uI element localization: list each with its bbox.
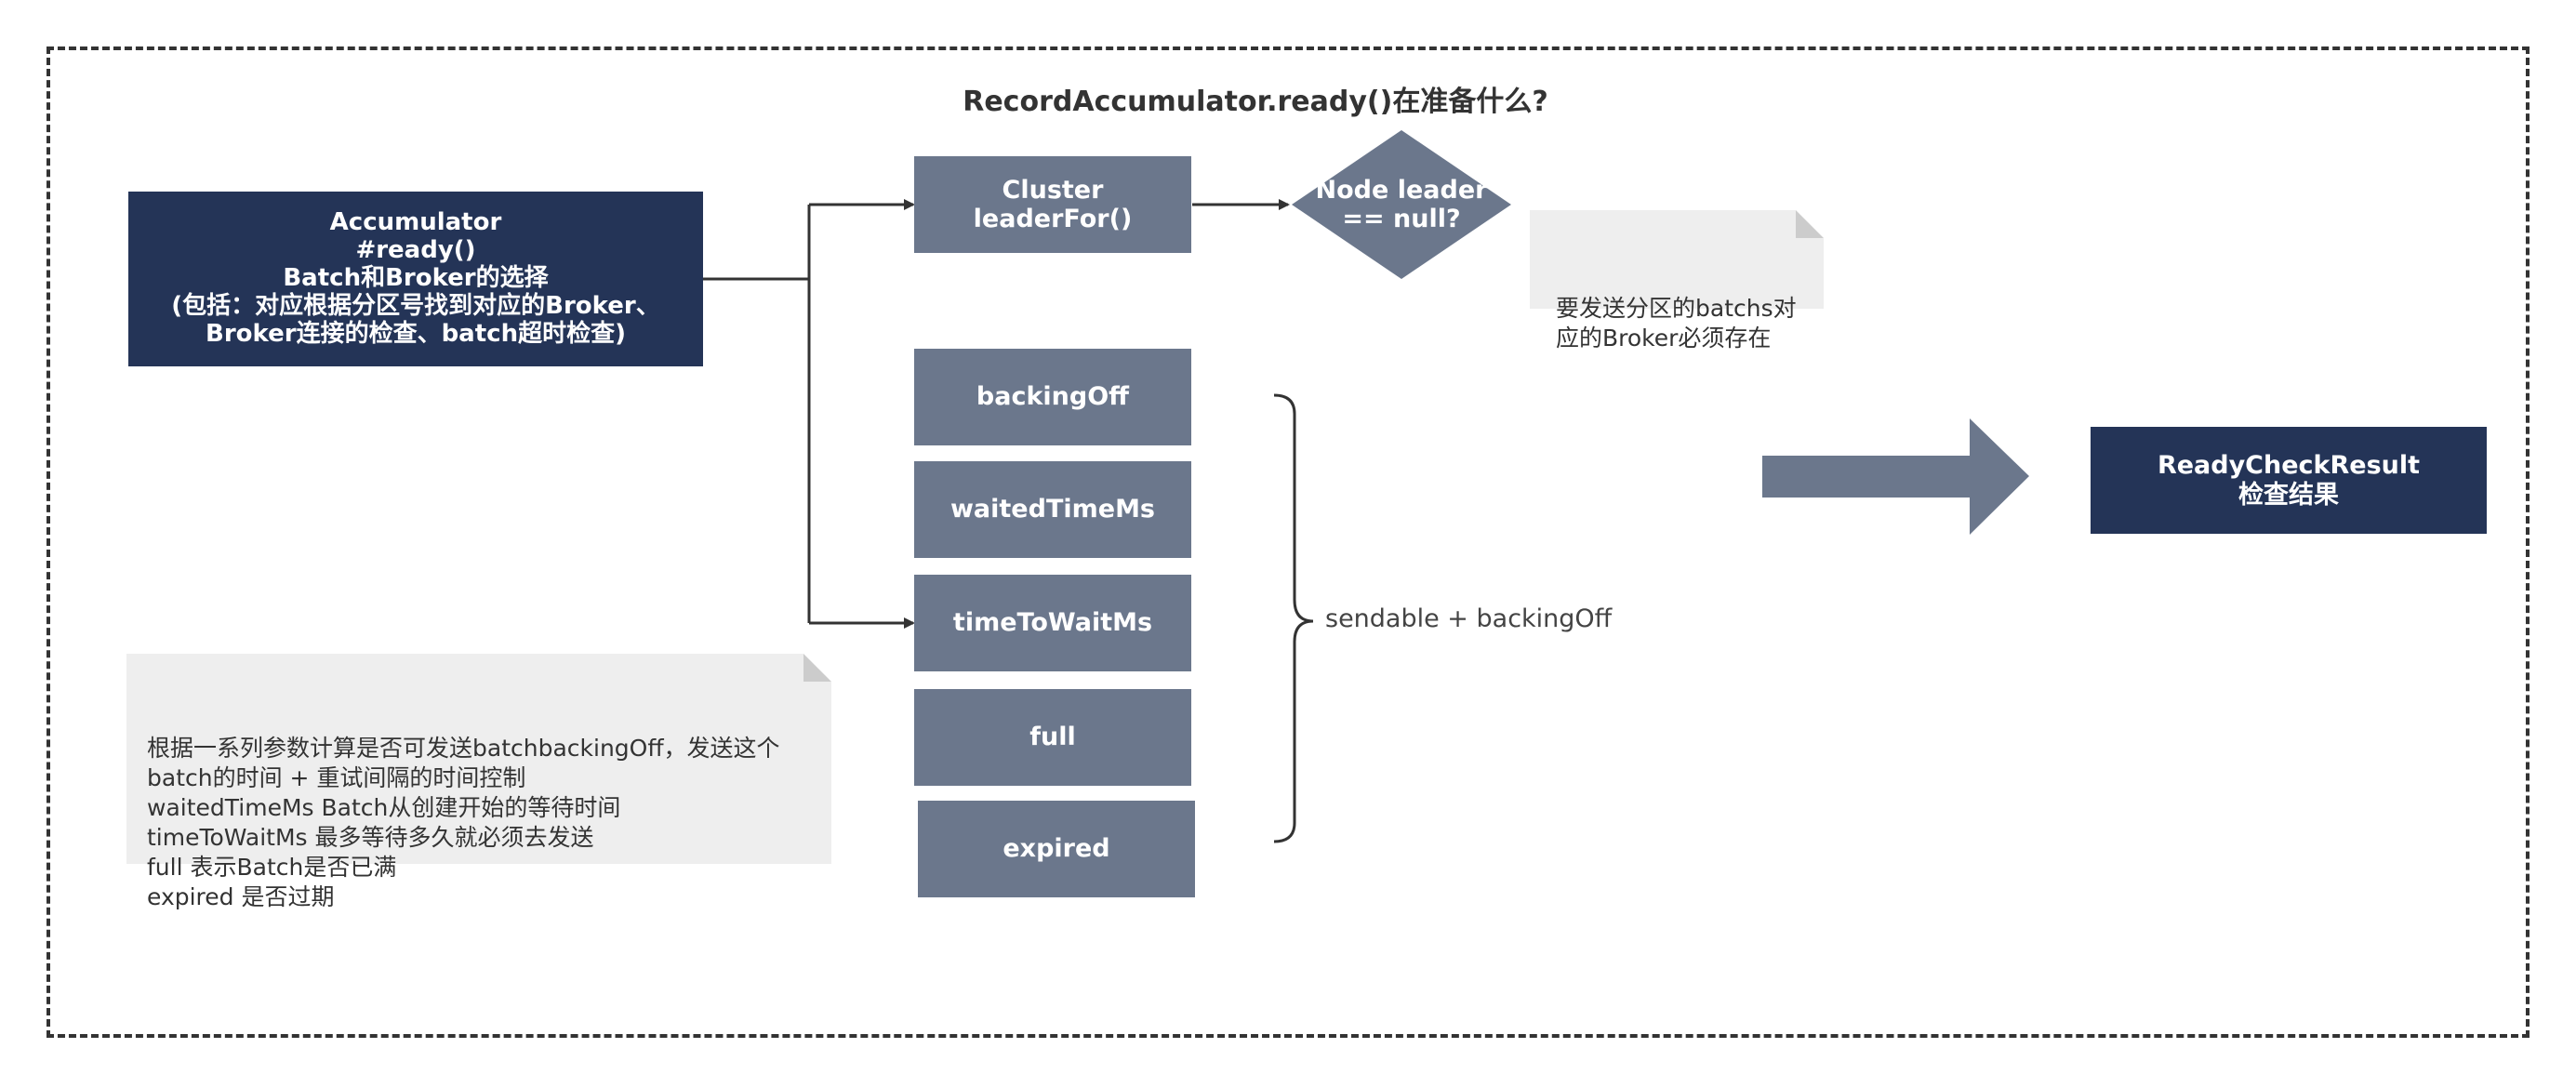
accumulator-box: Accumulator #ready() Batch和Broker的选择 (包括… xyxy=(128,192,703,366)
param-box-full: full xyxy=(914,689,1191,786)
result-box: ReadyCheckResult 检查结果 xyxy=(2091,427,2487,534)
note-top-fold xyxy=(1796,210,1824,238)
result-big-arrow xyxy=(1762,418,2029,535)
diagram-title: RecordAccumulator.ready()在准备什么? xyxy=(963,86,1548,118)
note-top: 要发送分区的batchs对 应的Broker必须存在 xyxy=(1530,210,1824,352)
note-top-text: 要发送分区的batchs对 应的Broker必须存在 xyxy=(1556,295,1797,352)
param-box-backingoff: backingOff xyxy=(914,349,1191,445)
params-brace xyxy=(1273,393,1314,843)
param-box-waitedtimems: waitedTimeMs xyxy=(914,461,1191,558)
diagram-frame xyxy=(46,46,2530,1038)
decision-diamond xyxy=(1292,130,1511,279)
note-bottom-text: 根据一系列参数计算是否可发送batchbackingOff，发送这个 batch… xyxy=(147,735,780,910)
note-bottom-fold xyxy=(803,654,831,682)
cluster-box: Cluster leaderFor() xyxy=(914,156,1191,253)
decision-label: Node leader == null? xyxy=(1315,175,1488,233)
note-bottom: 根据一系列参数计算是否可发送batchbackingOff，发送这个 batch… xyxy=(126,654,831,910)
param-box-expired: expired xyxy=(918,801,1195,897)
param-box-timetowaitms: timeToWaitMs xyxy=(914,575,1191,671)
brace-label: sendable + backingOff xyxy=(1325,604,1613,633)
